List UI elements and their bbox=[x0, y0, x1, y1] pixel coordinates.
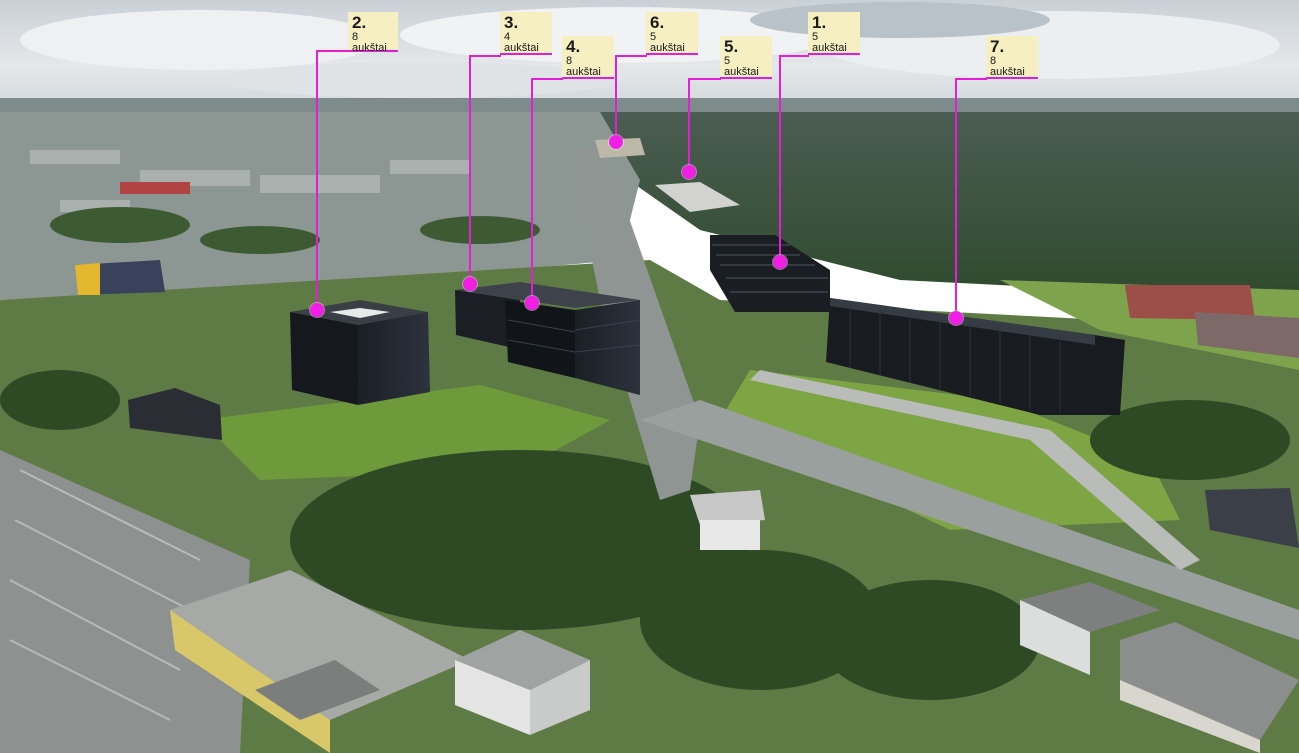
label-building-1[interactable]: 1. 5 aukštai bbox=[808, 12, 860, 55]
marker-leader-2 bbox=[316, 50, 350, 52]
label-floors: 8 aukštai bbox=[990, 54, 1025, 79]
label-building-2[interactable]: 2. 8 aukštai bbox=[348, 12, 398, 55]
marker-line-4 bbox=[531, 78, 533, 303]
marker-dot-6[interactable] bbox=[609, 135, 623, 149]
label-number: 3. bbox=[504, 13, 519, 32]
marker-dot-3[interactable] bbox=[463, 277, 477, 291]
label-floors: 8 aukštai bbox=[352, 30, 387, 55]
label-number: 6. bbox=[650, 13, 665, 32]
marker-dot-5[interactable] bbox=[682, 165, 696, 179]
marker-leader-5 bbox=[688, 78, 721, 80]
label-floors: 5 aukštai bbox=[724, 54, 759, 79]
label-building-6[interactable]: 6. 5 aukštai bbox=[646, 12, 698, 55]
marker-dot-4[interactable] bbox=[525, 296, 539, 310]
label-floors: 8 aukštai bbox=[566, 54, 601, 79]
label-number: 2. bbox=[352, 13, 367, 32]
marker-leader-6 bbox=[615, 55, 647, 57]
marker-line-2 bbox=[316, 50, 318, 310]
marker-line-1 bbox=[779, 55, 781, 262]
label-floors: 5 aukštai bbox=[812, 30, 847, 55]
marker-dot-7[interactable] bbox=[949, 311, 963, 325]
label-building-5[interactable]: 5. 5 aukštai bbox=[720, 36, 772, 79]
marker-leader-7 bbox=[955, 78, 987, 80]
marker-line-6 bbox=[615, 55, 617, 142]
marker-line-7 bbox=[955, 78, 957, 318]
label-number: 5. bbox=[724, 37, 739, 56]
marker-line-3 bbox=[469, 55, 471, 285]
marker-leader-4 bbox=[531, 78, 563, 80]
marker-dot-2[interactable] bbox=[310, 303, 324, 317]
marker-leader-1 bbox=[779, 55, 809, 57]
marker-dot-1[interactable] bbox=[773, 255, 787, 269]
marker-line-5 bbox=[688, 78, 690, 172]
label-floors: 4 aukštai bbox=[504, 30, 539, 55]
label-building-3[interactable]: 3. 4 aukštai bbox=[500, 12, 552, 55]
label-number: 7. bbox=[990, 37, 1005, 56]
label-building-7[interactable]: 7. 8 aukštai bbox=[986, 36, 1038, 79]
label-number: 1. bbox=[812, 13, 827, 32]
label-building-4[interactable]: 4. 8 aukštai bbox=[562, 36, 614, 79]
marker-leader-3 bbox=[469, 55, 501, 57]
label-floors: 5 aukštai bbox=[650, 30, 685, 55]
label-number: 4. bbox=[566, 37, 581, 56]
